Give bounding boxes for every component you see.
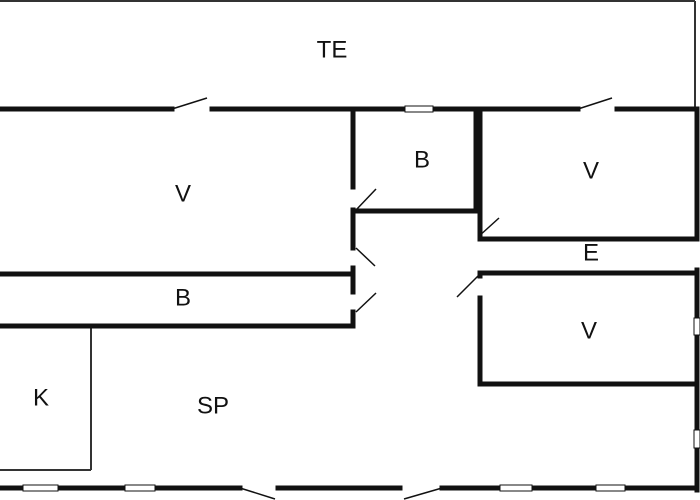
window-right-2 — [693, 429, 700, 449]
window-right-1 — [693, 317, 700, 336]
label-living-dining: SP — [197, 392, 229, 419]
room-labels: TE V B V E B V K SP — [33, 36, 599, 419]
walls — [0, 106, 700, 493]
door-terrace-left — [171, 97, 208, 110]
door-terrace-right — [577, 97, 613, 110]
window-top — [404, 105, 434, 113]
label-bedroom-top-right: V — [583, 157, 599, 184]
door-swings — [171, 97, 613, 500]
door-bath-middle — [355, 292, 377, 313]
door-bedroom-large — [355, 247, 376, 267]
label-terrace: TE — [317, 36, 348, 63]
window-bottom-4 — [595, 484, 626, 492]
window-markers — [22, 105, 700, 492]
window-bottom-3 — [499, 484, 533, 492]
door-bedroom-br — [456, 275, 479, 298]
window-bottom-2 — [124, 484, 156, 492]
door-bath-top — [355, 188, 377, 211]
door-bedroom-tr — [477, 217, 500, 238]
window-bottom-1 — [22, 484, 59, 492]
label-bathroom-middle: B — [175, 284, 191, 311]
label-entrance: E — [583, 239, 599, 266]
door-front-right — [403, 487, 443, 500]
thin-lines — [0, 0, 696, 471]
door-front-left — [239, 487, 276, 500]
label-bedroom-bottom-right: V — [581, 317, 597, 344]
label-bathroom-top: B — [414, 146, 430, 173]
label-bedroom-large: V — [175, 180, 191, 207]
label-kitchen: K — [33, 384, 49, 411]
